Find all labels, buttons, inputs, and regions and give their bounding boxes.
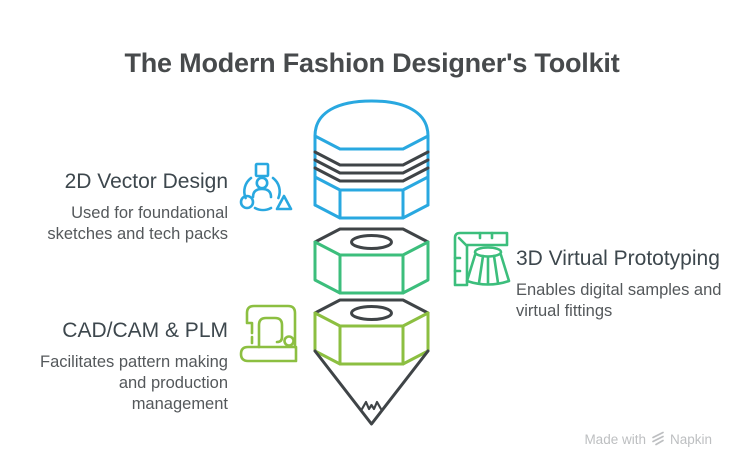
- napkin-logo-icon: [652, 431, 664, 446]
- pencil-eraser-cap: [313, 99, 430, 151]
- item-label: CAD/CAM & PLM: [62, 319, 228, 342]
- watermark-brand: Napkin: [669, 431, 712, 447]
- pencil-illustration: [313, 99, 430, 426]
- pencil-middle-hex-hole: [350, 234, 393, 250]
- pencil-tip-zigzag: [360, 400, 383, 411]
- vector-design-person-shapes-icon: [239, 162, 293, 212]
- pencil-ferrule-bands: [313, 150, 430, 183]
- item-label: 3D Virtual Prototyping: [516, 247, 720, 270]
- item-label: 2D Vector Design: [64, 170, 228, 193]
- pencil-middle-hex-front: [313, 240, 430, 295]
- pencil-tip-cone: [313, 349, 430, 426]
- ruler-skirt-icon: [453, 231, 511, 287]
- item-description: Enables digital samples and virtual fitt…: [516, 281, 722, 321]
- pencil-lower-hex-hole: [350, 305, 393, 321]
- watermark-prefix: Made with: [584, 431, 646, 447]
- pencil-lower-hex-top: [313, 298, 430, 315]
- item-3d-virtual-prototyping: 3D Virtual Prototyping Enables digital s…: [516, 246, 744, 322]
- item-2d-vector-design: 2D Vector Design Used for foundational s…: [20, 169, 228, 245]
- sewing-machine-icon: [239, 304, 298, 363]
- item-cad-cam-plm: CAD/CAM & PLM Facilitates pattern making…: [20, 318, 228, 415]
- item-description: Facilitates pattern making and productio…: [39, 353, 228, 414]
- item-description: Used for foundational sketches and tech …: [47, 204, 228, 244]
- page-title: The Modern Fashion Designer's Toolkit: [124, 48, 620, 78]
- made-with-napkin-badge[interactable]: Made with Napkin: [584, 431, 712, 447]
- pencil-middle-hex-top: [313, 227, 430, 244]
- pencil-upper-hex: [313, 175, 430, 220]
